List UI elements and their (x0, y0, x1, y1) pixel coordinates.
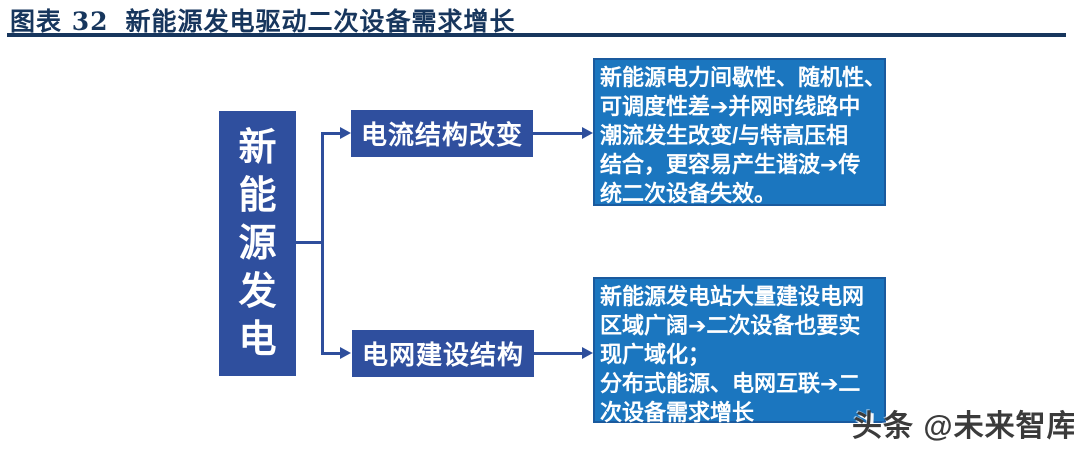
connector-bottom-detail (533, 352, 583, 355)
detail-box-grid-construction: 新能源发电站大量建设电网 区域广阔➔二次设备也要实 现广域化； 分布式能源、电网… (593, 277, 886, 425)
detail-line: 潮流发生改变/与特高压相 (600, 123, 849, 148)
arrow-icon-top-branch (340, 127, 351, 139)
connector-root-horizontal (296, 241, 322, 244)
figure-title-text: 新能源发电驱动二次设备需求增长 (125, 7, 516, 36)
connector-branch-vertical (321, 132, 324, 354)
arrow-icon-bottom-detail (582, 347, 593, 359)
detail-line: 现广域化； (600, 342, 711, 367)
detail-line: 次设备需求增长 (600, 400, 755, 425)
root-node-label: 新能源发电 (238, 127, 277, 361)
detail-line: 区域广阔➔二次设备也要实 (600, 313, 861, 338)
detail-box-current-structure: 新能源电力间歇性、随机性、 可调度性差➔并网时线路中 潮流发生改变/与特高压相 … (593, 58, 886, 206)
detail-line: 结合，更容易产生谐波➔传 (600, 152, 861, 177)
detail-line: 分布式能源、电网互联➔二 (600, 371, 861, 396)
node-label: 电流结构改变 (360, 120, 523, 150)
detail-line: 统二次设备失效。 (600, 181, 777, 206)
arrow-icon-bottom-branch (340, 347, 351, 359)
root-node-new-energy-generation: 新能源发电 (219, 111, 296, 376)
detail-line: 新能源发电站大量建设电网 (600, 284, 865, 309)
detail-line: 可调度性差➔并网时线路中 (600, 94, 861, 119)
figure-title: 图表 32 新能源发电驱动二次设备需求增长 (10, 2, 516, 38)
watermark-toutiao: 头条 @未来智库 (852, 410, 1074, 443)
connector-bottom-branch (321, 352, 341, 355)
detail-line: 新能源电力间歇性、随机性、 (600, 65, 887, 90)
node-grid-construction-structure: 电网建设结构 (352, 330, 534, 377)
node-label: 电网建设结构 (361, 340, 524, 370)
node-current-structure-change: 电流结构改变 (351, 110, 533, 157)
connector-top-detail (533, 132, 583, 135)
title-rule-line (7, 33, 1066, 37)
figure-label: 图表 32 (10, 7, 109, 36)
arrow-icon-top-detail (582, 127, 593, 139)
connector-top-branch (321, 132, 341, 135)
